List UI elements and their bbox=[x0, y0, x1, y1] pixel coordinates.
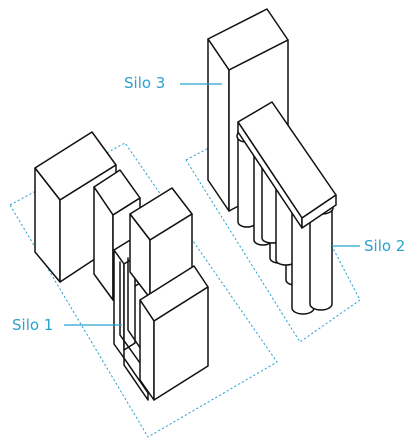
silo-1-callout: Silo 1 bbox=[12, 316, 122, 334]
silo-1-footprint bbox=[9, 142, 278, 438]
silo-2-label: Silo 2 bbox=[364, 237, 405, 255]
silo-2-roof-end bbox=[301, 194, 337, 229]
silo-1-front-slab bbox=[139, 265, 209, 401]
silo-2-cylinder-bundle bbox=[236, 101, 337, 315]
silo-1-u-channel bbox=[113, 236, 149, 401]
silo-3-callout: Silo 3 bbox=[124, 74, 222, 92]
silo-2-callout: Silo 2 bbox=[332, 237, 405, 255]
silo-3-label: Silo 3 bbox=[124, 74, 165, 92]
silo-1-label: Silo 1 bbox=[12, 316, 53, 334]
